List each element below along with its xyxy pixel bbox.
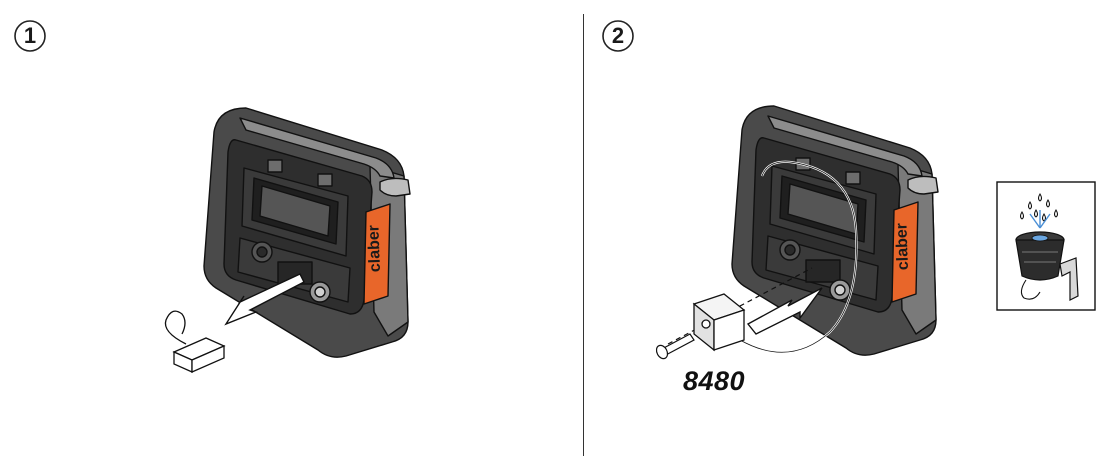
step-2-number: 2	[611, 23, 625, 48]
circle-icon	[602, 20, 634, 52]
brand-logo: claber	[365, 225, 384, 273]
circle-icon	[14, 20, 46, 52]
screw-icon	[655, 333, 695, 360]
controller-device	[731, 105, 939, 356]
arrow-in-icon	[746, 287, 823, 335]
arrow-out-icon	[224, 273, 305, 326]
step-1-number: 1	[23, 23, 37, 48]
step-1-illustration: claber	[164, 107, 411, 374]
accessory-code-label: 8480	[683, 366, 746, 396]
panel-divider	[583, 14, 584, 456]
brand-logo: claber	[893, 223, 912, 271]
connector-block-icon	[164, 310, 226, 374]
step-1-badge: 1	[13, 19, 47, 53]
sensor-module-icon	[692, 293, 746, 352]
step-2-badge: 2	[601, 19, 635, 53]
sprinkler-icon	[996, 181, 1096, 311]
controller-device	[203, 107, 411, 358]
